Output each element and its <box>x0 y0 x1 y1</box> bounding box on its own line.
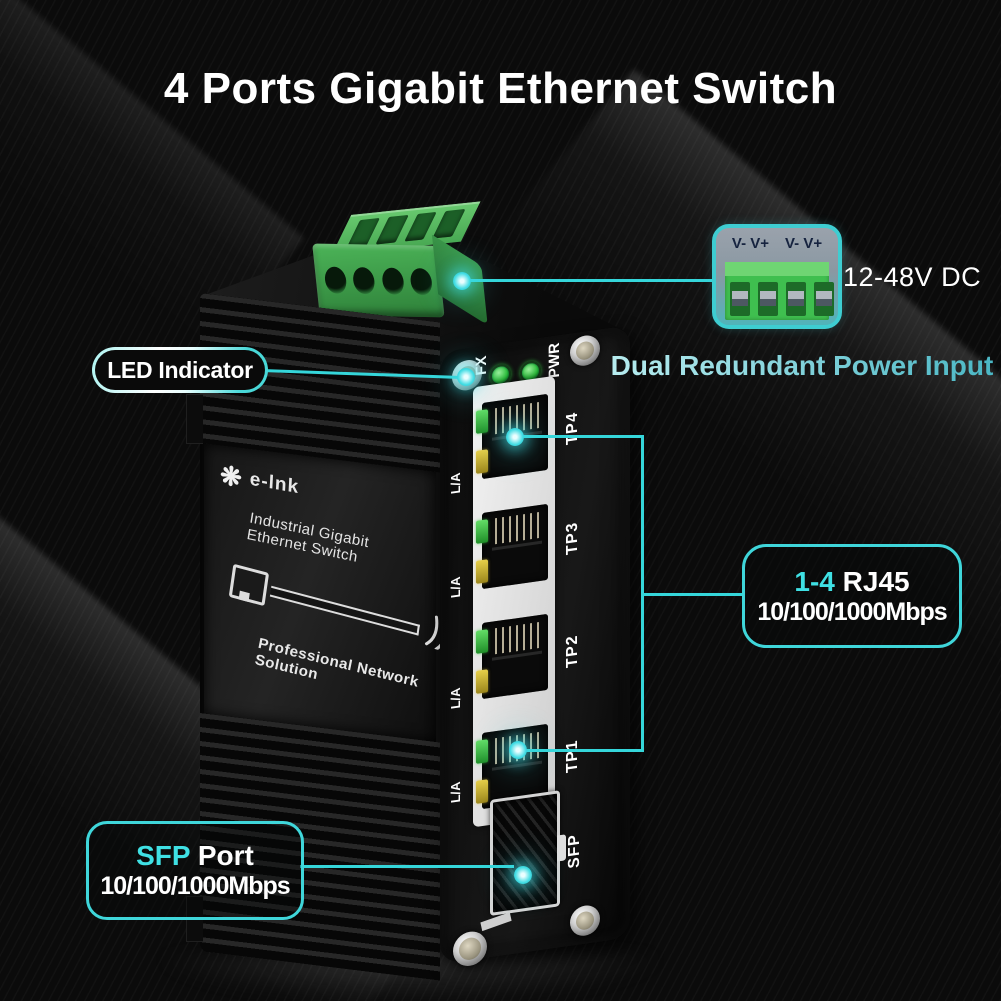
rj45-speed: 10/100/1000Mbps <box>757 597 947 626</box>
link-activity-label: L/A <box>448 576 463 600</box>
port-link-led <box>476 739 488 764</box>
callout-rj45: 1-4 RJ45 10/100/1000Mbps <box>742 544 962 648</box>
polarity-label-right: V- V+ <box>785 235 823 252</box>
rj45-port <box>476 503 548 590</box>
rj45-range: 1-4 <box>794 565 835 597</box>
callout-line-bracket <box>641 435 644 752</box>
port-activity-led <box>476 779 488 804</box>
callout-line-tp1 <box>518 749 644 752</box>
terminal-block-illustration <box>725 262 834 320</box>
callout-line-tp4 <box>515 435 643 438</box>
port-label: TP1 <box>564 739 581 774</box>
highlight-dot-tp1 <box>509 741 527 759</box>
cable-bar-icon <box>269 585 421 636</box>
side-text-model: Industrial Gigabit Ethernet Switch <box>245 509 371 566</box>
port-activity-led <box>476 449 488 474</box>
snowflake-icon: ❋ <box>219 459 244 494</box>
callout-line-rj45 <box>643 593 743 596</box>
device-front-panel: FX PWR <box>440 325 630 969</box>
port-pins <box>495 511 541 545</box>
terminal-block-holes <box>312 243 445 318</box>
rj45-type: RJ45 <box>842 565 910 597</box>
sfp-word: Port <box>197 840 254 871</box>
rj45-port <box>476 613 548 700</box>
port-label: TP4 <box>564 411 581 446</box>
sfp-speed: 10/100/1000Mbps <box>100 872 290 900</box>
power-caption: Dual Redundant Power Input <box>606 350 998 382</box>
port-activity-led <box>476 669 488 694</box>
highlight-dot-sfp <box>514 866 532 884</box>
port-pins <box>495 621 541 655</box>
screw-icon <box>570 903 600 938</box>
port-link-led <box>476 409 488 434</box>
rj45-callout-title: 1-4 RJ45 <box>794 566 909 598</box>
side-plate: ❋ e-lnk Industrial Gigabit Ethernet Swit… <box>204 443 450 742</box>
sfp-callout-title: SFP Port <box>136 840 254 872</box>
sfp-port <box>490 790 560 916</box>
brand-logo: ❋ e-lnk <box>219 459 300 501</box>
port-label: TP2 <box>564 634 581 669</box>
terminal-slot <box>786 282 806 316</box>
callout-line-power <box>468 279 714 282</box>
highlight-dot-led <box>457 368 475 386</box>
fx-led-label: FX <box>473 354 490 376</box>
din-rail-tab <box>186 394 203 444</box>
terminal-polarity-labels: V- V+ V- V+ <box>716 235 838 252</box>
rj45-jack-icon <box>228 563 270 607</box>
highlight-dot-tp4 <box>506 428 524 446</box>
callout-sfp: SFP Port 10/100/1000Mbps <box>86 821 304 920</box>
page-title: 4 Ports Gigabit Ethernet Switch <box>163 64 838 113</box>
link-activity-label: L/A <box>448 687 463 711</box>
terminal-slot <box>814 282 834 316</box>
brand-name: e-lnk <box>249 468 300 499</box>
callout-line-sfp <box>300 865 514 868</box>
sfp-type: SFP <box>136 840 191 871</box>
voltage-label: 12-48V DC <box>843 262 982 292</box>
port-link-led <box>476 629 488 654</box>
port-label: TP3 <box>564 521 581 556</box>
link-activity-label: L/A <box>448 472 463 496</box>
terminal-slot <box>730 282 750 316</box>
screw-icon <box>570 333 600 368</box>
terminal-slot <box>758 282 778 316</box>
port-link-led <box>476 519 488 544</box>
callout-power-terminal: V- V+ V- V+ <box>712 224 842 329</box>
port-activity-led <box>476 559 488 584</box>
link-activity-label: L/A <box>448 781 463 805</box>
led-indicator-label: LED Indicator <box>95 350 265 390</box>
polarity-label-left: V- V+ <box>731 235 769 252</box>
callout-led-indicator: LED Indicator <box>92 347 268 393</box>
sfp-port-label: SFP <box>566 832 583 870</box>
highlight-dot-power <box>453 272 471 290</box>
